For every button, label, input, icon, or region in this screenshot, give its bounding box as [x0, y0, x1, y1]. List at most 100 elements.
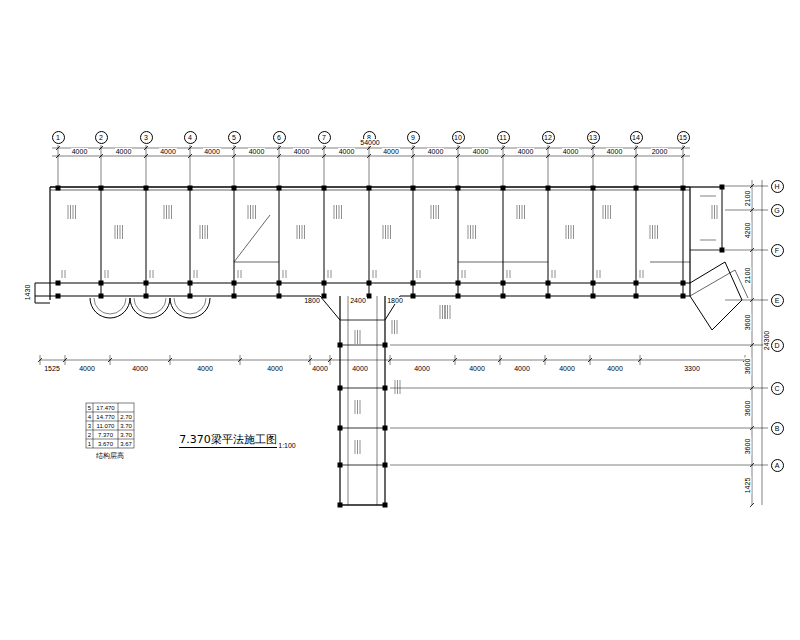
beam-line — [52, 148, 690, 149]
bay-arc — [170, 298, 210, 318]
annotation-mark — [202, 225, 203, 239]
annotation-mark — [286, 270, 287, 278]
annotation-mark — [417, 270, 418, 278]
beam-line — [750, 184, 754, 188]
annotation-mark — [328, 270, 329, 278]
beam-line — [458, 262, 503, 263]
axis-number: 6 — [277, 134, 281, 141]
column — [411, 186, 416, 191]
beam-line — [456, 154, 460, 158]
dimension-text: 4000 — [311, 365, 329, 372]
column — [411, 294, 416, 299]
table-cell: 3 — [87, 423, 92, 429]
beam-line — [146, 145, 147, 188]
beam-line — [458, 145, 459, 188]
annotation-mark — [341, 205, 342, 219]
annotation-mark — [360, 330, 361, 344]
beam-line — [35, 283, 36, 303]
table-rule — [93, 403, 94, 448]
axis-bubble: G — [771, 204, 784, 217]
beam-line — [65, 355, 66, 365]
beam-line — [340, 504, 385, 505]
annotation-mark — [397, 380, 398, 394]
annotation-mark — [392, 320, 393, 334]
beam-line — [590, 355, 591, 365]
beam-line — [725, 186, 768, 187]
dimension-text: 4000 — [248, 148, 266, 155]
annotation-mark — [440, 305, 441, 319]
axis-number: 15 — [679, 134, 687, 141]
annotation-mark — [445, 305, 446, 319]
dimension-text: 3600 — [744, 313, 751, 331]
beam-line — [367, 154, 371, 158]
annotation-mark — [433, 205, 434, 219]
annotation-mark — [355, 400, 356, 414]
annotation-mark — [360, 440, 361, 454]
dimension-text: 3300 — [683, 365, 701, 372]
annotation-mark — [568, 225, 569, 239]
beam-line — [56, 146, 60, 150]
beam-line — [340, 428, 385, 429]
axis-bubble: 5 — [228, 131, 241, 144]
beam-line — [240, 355, 241, 365]
beam-line — [49, 187, 50, 300]
beam-line — [458, 187, 459, 296]
column — [338, 426, 343, 431]
annotation-mark — [714, 205, 715, 219]
beam-line — [690, 296, 712, 330]
annotation-mark — [524, 205, 525, 219]
axis-number: 13 — [589, 134, 597, 141]
annotation-mark — [153, 270, 154, 278]
column — [277, 281, 282, 286]
beam-line — [750, 386, 754, 390]
column — [591, 186, 596, 191]
beam-line — [501, 154, 505, 158]
axis-number: 10 — [454, 134, 462, 141]
beam-line — [548, 187, 549, 296]
column — [144, 186, 149, 191]
beam-line — [279, 145, 280, 188]
dimension-text: 1525 — [43, 365, 61, 372]
column — [338, 503, 343, 508]
column — [232, 294, 237, 299]
beam-line — [683, 187, 684, 296]
drawing-title: 7.370梁平法施工图 — [179, 432, 277, 448]
beam-line — [690, 250, 722, 251]
dimension-text: 4000 — [606, 148, 624, 155]
beam-line — [546, 146, 550, 150]
beam-line — [367, 146, 371, 150]
annotation-mark — [302, 225, 303, 239]
dimension-text: 4000 — [131, 365, 149, 372]
column — [383, 426, 388, 431]
beam-line — [277, 146, 281, 150]
axis-bubble: D — [771, 339, 784, 352]
beam-line — [681, 146, 685, 150]
column — [322, 281, 327, 286]
annotation-mark — [68, 205, 69, 219]
column — [232, 281, 237, 286]
annotation-mark — [597, 270, 598, 278]
beam-line — [501, 146, 505, 150]
beam-line — [234, 262, 279, 263]
axis-bubble: 10 — [452, 131, 465, 144]
beam-line — [384, 296, 385, 505]
beam-line — [455, 355, 456, 365]
axis-bubble: E — [771, 294, 784, 307]
axis-number: 14 — [632, 134, 640, 141]
beam-line — [99, 146, 103, 150]
beam-line — [277, 154, 281, 158]
beam-line — [340, 320, 385, 321]
column — [322, 294, 327, 299]
beam-line — [110, 355, 111, 365]
beam-line — [503, 262, 548, 263]
annotation-mark — [650, 225, 651, 239]
annotation-mark — [304, 225, 305, 239]
column — [367, 186, 372, 191]
beam-line — [545, 355, 546, 365]
column — [188, 281, 193, 286]
beam-line — [634, 146, 638, 150]
annotation-mark — [120, 225, 121, 239]
column — [338, 343, 343, 348]
annotation-mark — [334, 205, 335, 219]
